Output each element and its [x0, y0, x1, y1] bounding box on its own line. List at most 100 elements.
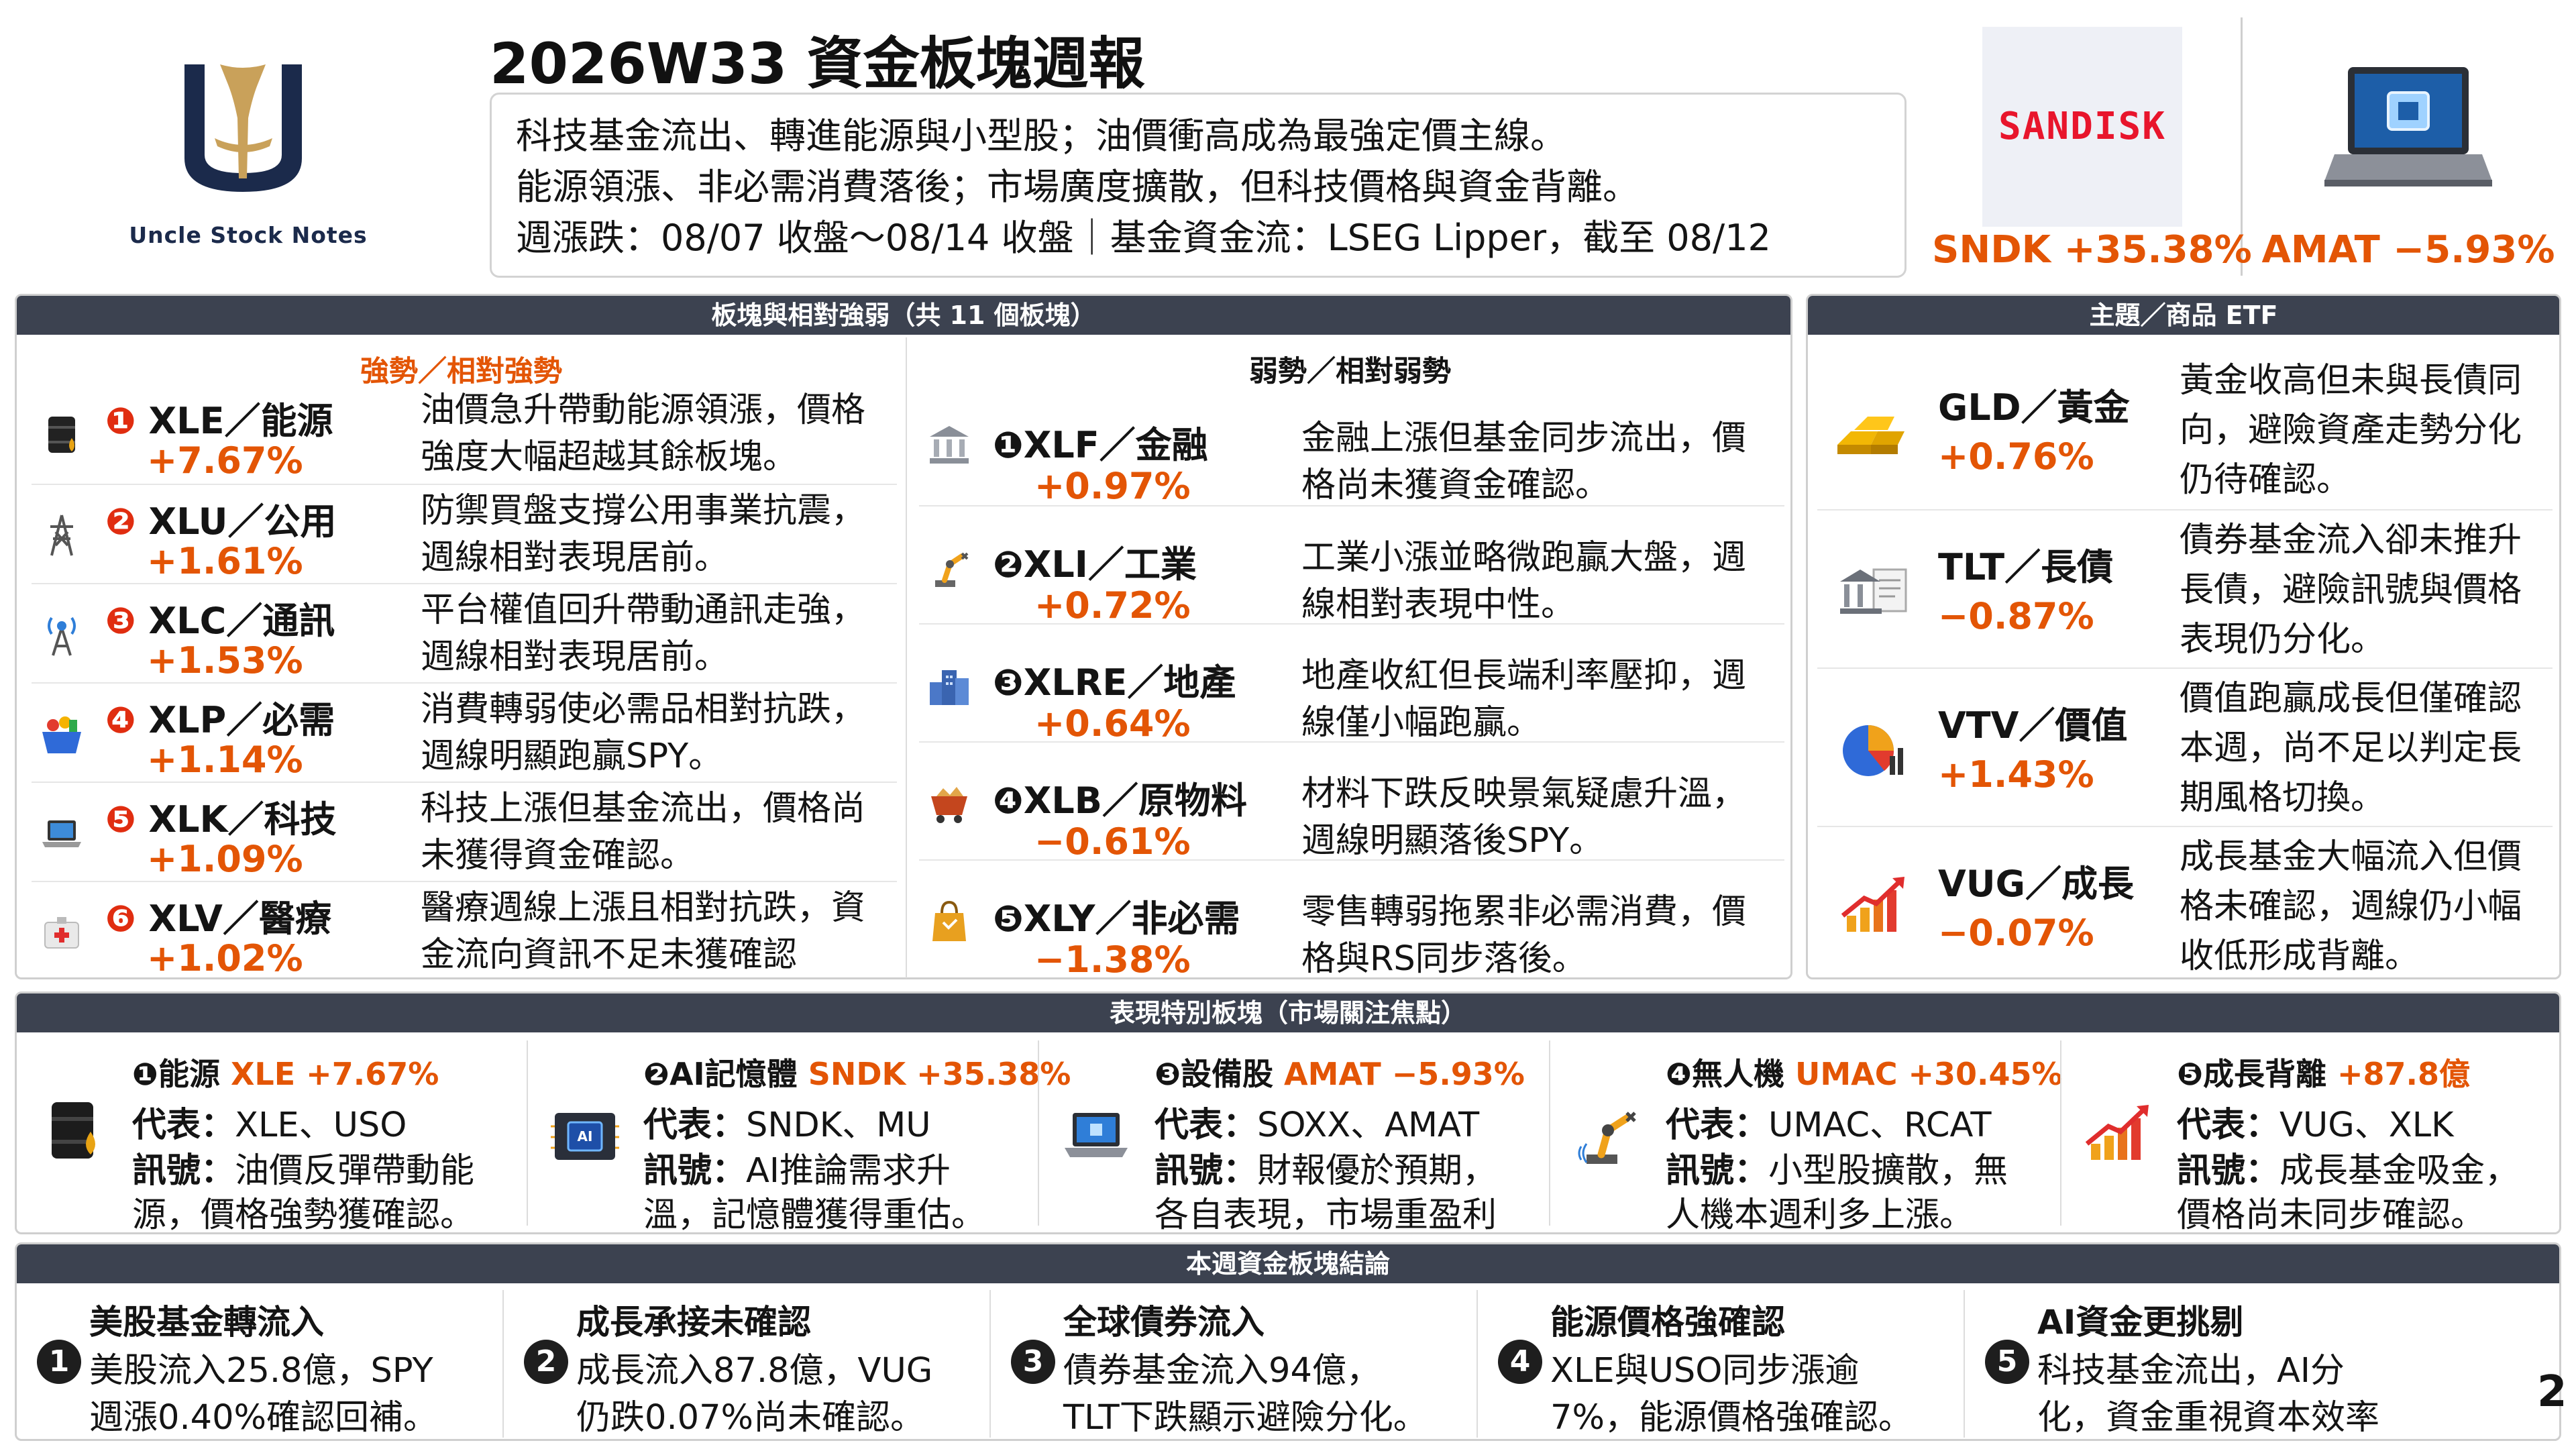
shopping-bag-icon: [926, 898, 973, 948]
theme-row-vtv: VTV／價值 +1.43% 價值跑贏成長但僅確認本週，尚不足以判定長期風格切換。: [1817, 667, 2553, 826]
sector-desc: 零售轉弱拖累非必需消費，價格與RS同步落後。: [1301, 889, 1746, 983]
sector-row-xlp: ❹ XLP／必需 +1.14% 消費轉弱使必需品相對抗跌，週線明顯跑贏SPY。: [32, 682, 897, 782]
growth-chart-icon: [2082, 1099, 2155, 1169]
sector-change: +1.14%: [147, 739, 303, 781]
conclusion-line: XLE與USO同步漲逾: [1550, 1351, 1860, 1391]
sector-name: XLY／非必需: [1023, 898, 1240, 940]
header-divider: [2241, 17, 2243, 276]
card-divider: [502, 1290, 504, 1438]
focus-label: 設備股: [1180, 1056, 1273, 1092]
bond-bank-icon: [1837, 557, 1911, 627]
sector-desc-line: 零售轉弱拖累非必需消費，價: [1301, 892, 1747, 932]
theme-change: +1.43%: [1938, 753, 2094, 796]
sector-desc-line: 週線明顯跑贏SPY。: [421, 737, 723, 776]
focus-panel-title: 表現特別板塊（市場關注焦點）: [17, 994, 2559, 1032]
sector-row-xlu: ❷ XLU／公用 +1.61% 防禦買盤支撐公用事業抗震，週線相對表現居前。: [32, 484, 897, 583]
mine-cart-icon: [926, 780, 973, 830]
sector-desc-line: 強度大幅超越其餘板塊。: [421, 437, 798, 477]
sector-change: +1.02%: [147, 937, 303, 979]
sector-change: +0.97%: [1034, 465, 1191, 507]
sector-name: XLV／醫療: [148, 898, 331, 940]
sector-desc-line: 地產收紅但長端利率壓抑，週: [1301, 656, 1747, 696]
theme-desc-line: 債券基金流入卻未推升: [2180, 521, 2522, 560]
signal-line: 人機本週利多上漲。: [1666, 1195, 1974, 1235]
focus-tag: XLE +7.67%: [230, 1056, 439, 1092]
conclusion-number: 1: [37, 1340, 81, 1384]
rep-value: SOXX、AMAT: [1257, 1106, 1480, 1145]
focus-card-growth-divergence: ❺成長背離 +87.8億 代表：VUG、XLK 訊號：成長基金吸金， 價格尚未同…: [2061, 1035, 2559, 1235]
rank-badge: ❺: [993, 898, 1024, 940]
conclusion-item: 5 AI資金更挑剔 科技基金流出，AI分 化，資金重視資本效率: [1965, 1286, 2475, 1439]
signal-line: 財報優於預期，: [1257, 1151, 1497, 1191]
theme-desc: 黃金收高但未與長債同向，避險資產走勢分化仍待確認。: [2180, 356, 2555, 505]
sector-row-xlk: ❺ XLK／科技 +1.09% 科技上漲但基金流出，價格尚未獲得資金確認。: [32, 782, 897, 881]
sector-desc-line: 週線相對表現居前。: [421, 637, 729, 677]
theme-desc: 債券基金流入卻未推升長債，避險訊號與價格表現仍分化。: [2180, 516, 2555, 665]
page-number: 2: [2537, 1367, 2567, 1417]
rep-label: 代表：: [132, 1106, 235, 1145]
focus-card-energy: ❶能源 XLE +7.67% 代表：XLE、USO 訊號：油價反彈帶動能 源，價…: [17, 1035, 525, 1235]
conclusion-item: 2 成長承接未確認 成長流入87.8億，VUG 仍跌0.07%尚未確認。: [504, 1286, 988, 1439]
ai-chip-icon: AI: [548, 1099, 622, 1169]
conclusion-title: 美股基金轉流入: [89, 1303, 324, 1342]
conclusion-number: 3: [1011, 1340, 1055, 1384]
theme-desc: 價值跑贏成長但僅確認本週，尚不足以判定長期風格切換。: [2180, 674, 2555, 823]
conclusion-item: 1 美股基金轉流入 美股流入25.8億，SPY 週漲0.40%確認回補。: [17, 1286, 501, 1439]
signal-line: AI推論需求升: [746, 1151, 951, 1191]
rep-value: XLE、USO: [235, 1106, 407, 1145]
sector-desc-line: 消費轉弱使必需品相對抗跌，: [421, 690, 866, 729]
conclusion-line: 美股流入25.8億，SPY: [89, 1351, 433, 1391]
theme-name: VTV／價值: [1938, 704, 2128, 747]
rank-badge: ❺: [2177, 1056, 2203, 1092]
sector-desc-line: 金流向資訊不足未獲確認: [421, 935, 798, 975]
medical-kit-icon: [38, 909, 85, 959]
themes-panel-title: 主題／商品 ETF: [1808, 296, 2559, 335]
sector-change: +1.09%: [147, 838, 303, 880]
conclusion-line: 7%，能源價格強確認。: [1550, 1398, 1913, 1438]
rank-badge: ❻: [105, 898, 136, 940]
rank-badge: ❷: [643, 1056, 669, 1092]
conclusion-number: 4: [1498, 1340, 1542, 1384]
sector-change: −1.38%: [1034, 938, 1191, 981]
sector-desc: 消費轉弱使必需品相對抗跌， 週線明顯跑贏SPY。: [421, 686, 865, 780]
sector-desc: 平台權值回升帶動通訊走強，週線相對表現居前。: [421, 587, 865, 681]
rank-badge: ❸: [105, 600, 136, 642]
theme-row-gld: GLD／黃金 +0.76% 黃金收高但未與長債同向，避險資產走勢分化仍待確認。: [1817, 351, 2553, 509]
svg-text:AI: AI: [578, 1128, 593, 1144]
summary-line: 週漲跌：08/07 收盤～08/14 收盤｜基金資金流：LSEG Lipper，…: [516, 217, 1771, 259]
signal-label: 訊號：: [1155, 1151, 1258, 1191]
theme-change: +0.76%: [1938, 435, 2094, 478]
laptop-chip-icon: [2321, 54, 2496, 208]
antenna-icon: [38, 611, 85, 661]
card-divider: [2060, 1040, 2061, 1226]
conclusion-panel-title: 本週資金板塊結論: [17, 1244, 2559, 1283]
rep-value: SNDK、MU: [746, 1106, 931, 1145]
sector-desc-line: 防禦買盤支撐公用事業抗震，: [421, 491, 866, 531]
card-divider: [1477, 1290, 1478, 1438]
oil-barrel-icon: [37, 1093, 111, 1169]
gold-bars-icon: [1831, 398, 1918, 468]
focus-card-drone: ❹無人機 UMAC +30.45% 代表：UMAC、RCAT 訊號：小型股擴散，…: [1550, 1035, 2063, 1235]
sectors-panel-title: 板塊與相對強弱（共 11 個板塊）: [17, 296, 1790, 335]
focus-tag: +87.8億: [2337, 1056, 2471, 1092]
theme-desc-line: 仍待確認。: [2180, 460, 2351, 500]
sector-desc-line: 週線明顯落後SPY。: [1301, 821, 1604, 861]
sector-desc: 科技上漲但基金流出，價格尚未獲得資金確認。: [421, 786, 865, 879]
focus-label: AI記憶體: [669, 1056, 798, 1092]
sector-row-xly: ❺XLY／非必需 −1.38% 零售轉弱拖累非必需消費，價格與RS同步落後。: [919, 859, 1784, 981]
laptop-icon: [38, 810, 85, 859]
robot-arm-icon: [1570, 1095, 1644, 1172]
sector-row-xle: ❶ XLE／能源 +7.67% 油價急升帶動能源領漲，價格強度大幅超越其餘板塊。: [32, 384, 897, 484]
focus-tag: AMAT −5.93%: [1283, 1056, 1525, 1092]
shopping-basket-icon: [38, 710, 85, 760]
rep-value: VUG、XLK: [2279, 1106, 2454, 1145]
card-divider: [527, 1040, 528, 1226]
sector-desc-line: 金融上漲但基金同步流出，價: [1301, 419, 1747, 458]
rank-badge: ❸: [993, 661, 1024, 704]
card-divider: [1549, 1040, 1550, 1226]
sector-row-xlre: ❸XLRE／地產 +0.64% 地產收紅但長端利率壓抑，週線僅小幅跑贏。: [919, 623, 1784, 745]
conclusion-panel: 本週資金板塊結論 1 美股基金轉流入 美股流入25.8億，SPY 週漲0.40%…: [15, 1242, 2561, 1441]
summary-line: 能源領漲、非必需消費落後；市場廣度擴散，但科技價格與資金背離。: [516, 166, 1639, 208]
sector-change: −0.61%: [1034, 820, 1191, 863]
conclusion-line: 化，資金重視資本效率: [2037, 1398, 2380, 1438]
